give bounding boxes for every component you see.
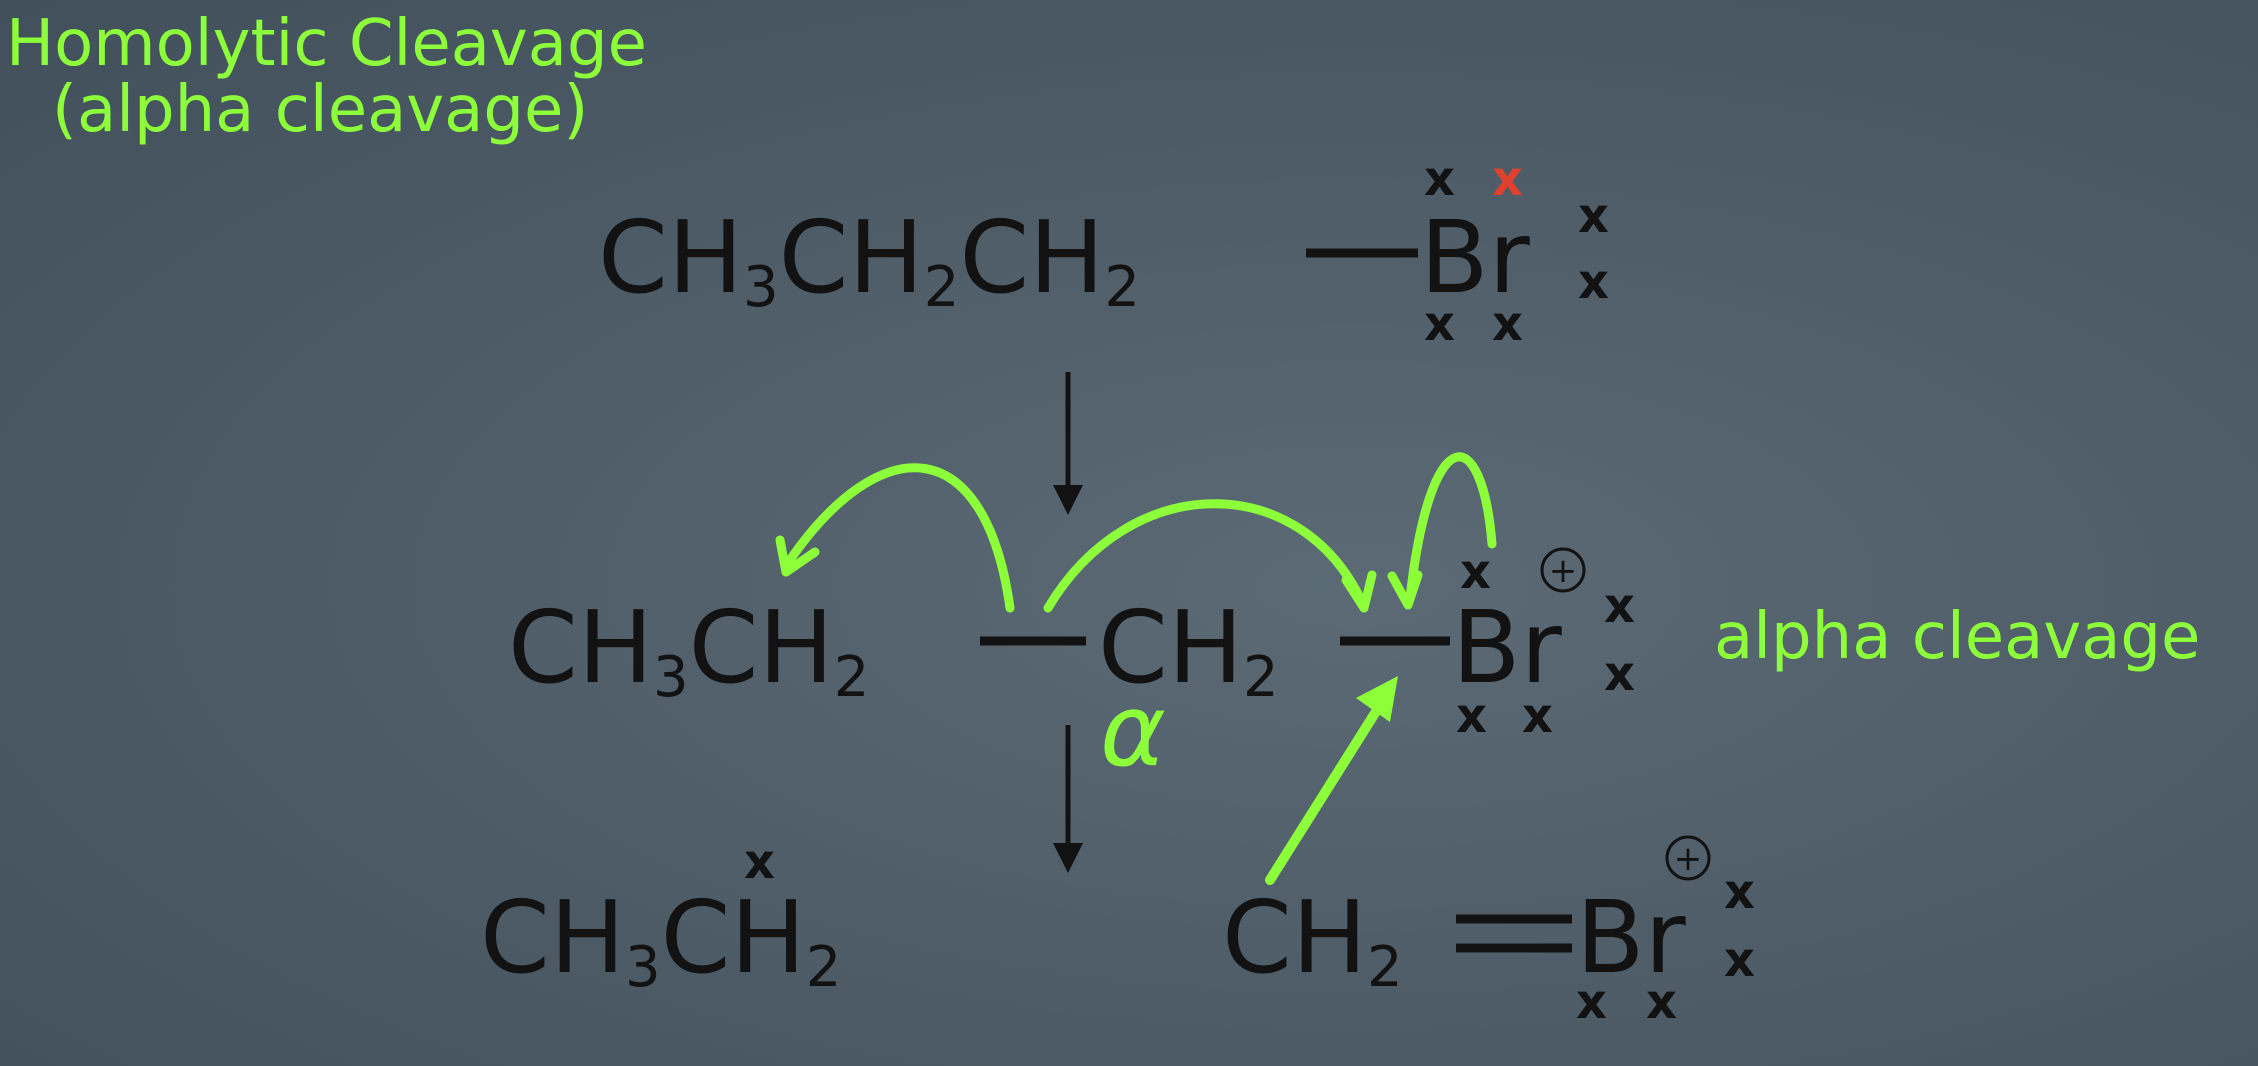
reactant-electron: x: [1578, 254, 1609, 310]
product-radical: CH3CH2 x: [480, 834, 841, 1000]
svg-text:CH3CH2: CH3CH2: [508, 589, 869, 710]
product-right-electron: x: [1576, 974, 1607, 1030]
intermediate-sub-3: 3: [653, 645, 689, 710]
reactant-ch-2: CH: [779, 199, 924, 316]
intermediate-ch-2: CH: [689, 589, 834, 706]
svg-text:CH2: CH2: [1222, 879, 1403, 1000]
intermediate-electron: x: [1522, 688, 1553, 744]
reactant-sub-2b: 2: [1104, 255, 1140, 320]
radical-electron: x: [744, 834, 775, 890]
reactant-electron: x: [1424, 151, 1455, 207]
reactant-electron-red: x: [1492, 151, 1523, 207]
reactant-electron: x: [1424, 296, 1455, 352]
bond-formation-arrow: [1265, 697, 1387, 885]
product-left-ch-1: CH: [480, 879, 625, 996]
intermediate-formula: CH3CH2 CH2 Br + x x x x x: [508, 544, 1635, 744]
positive-charge-circle: [1540, 547, 1586, 593]
alpha-cleavage-label: alpha cleavage: [1714, 600, 2200, 674]
title-line-1: Homolytic Cleavage: [6, 7, 647, 81]
intermediate-sub-2b: 2: [1243, 645, 1279, 710]
product-left-ch-2: CH: [661, 879, 806, 996]
reactant-br: Br: [1420, 199, 1531, 316]
product-right-br: Br: [1576, 879, 1687, 996]
product-right-sub-2: 2: [1367, 935, 1403, 1000]
intermediate-electron: x: [1604, 646, 1635, 702]
product-right-electron: x: [1724, 864, 1755, 920]
intermediate-electron: x: [1460, 544, 1491, 600]
intermediate-br: Br: [1452, 589, 1563, 706]
positive-charge: +: [1549, 551, 1578, 591]
positive-charge: +: [1674, 839, 1703, 879]
reactant-sub-3: 3: [743, 255, 779, 320]
svg-text:CH3CH2CH2: CH3CH2CH2: [598, 199, 1140, 320]
product-left-sub-2: 2: [806, 935, 842, 1000]
fishhook-arrow-right: [1405, 452, 1497, 603]
product-right-ch: CH: [1222, 879, 1367, 996]
product-left-sub-3: 3: [625, 935, 661, 1000]
svg-text:CH3CH2: CH3CH2: [480, 879, 841, 1000]
product-right-electron: x: [1724, 932, 1755, 988]
alpha-label: α: [1100, 672, 1166, 789]
product-right-electron: x: [1646, 974, 1677, 1030]
reactant-electron: x: [1578, 188, 1609, 244]
intermediate-ch-3: CH: [1098, 589, 1243, 706]
intermediate-electron: x: [1604, 578, 1635, 634]
bond-formation-arrowhead: [1356, 676, 1398, 722]
positive-charge-circle: [1665, 835, 1711, 881]
product-oxonium-like: CH2 Br + x x x x: [1222, 835, 1755, 1030]
intermediate-ch-1: CH: [508, 589, 653, 706]
reactant-electron: x: [1492, 296, 1523, 352]
title-line-2: (alpha cleavage): [52, 73, 589, 147]
reactant-sub-2a: 2: [924, 255, 960, 320]
fishhook-arrow-middle: [1043, 499, 1367, 613]
fishhook-arrow-left: [785, 463, 1015, 613]
intermediate-electron: x: [1456, 688, 1487, 744]
reactant-formula: CH3CH2CH2 Br x x x x x x: [598, 151, 1609, 352]
reactant-ch-1: CH: [598, 199, 743, 316]
intermediate-sub-2a: 2: [834, 645, 870, 710]
reactant-ch-3: CH: [959, 199, 1104, 316]
svg-text:CH2: CH2: [1098, 589, 1279, 710]
